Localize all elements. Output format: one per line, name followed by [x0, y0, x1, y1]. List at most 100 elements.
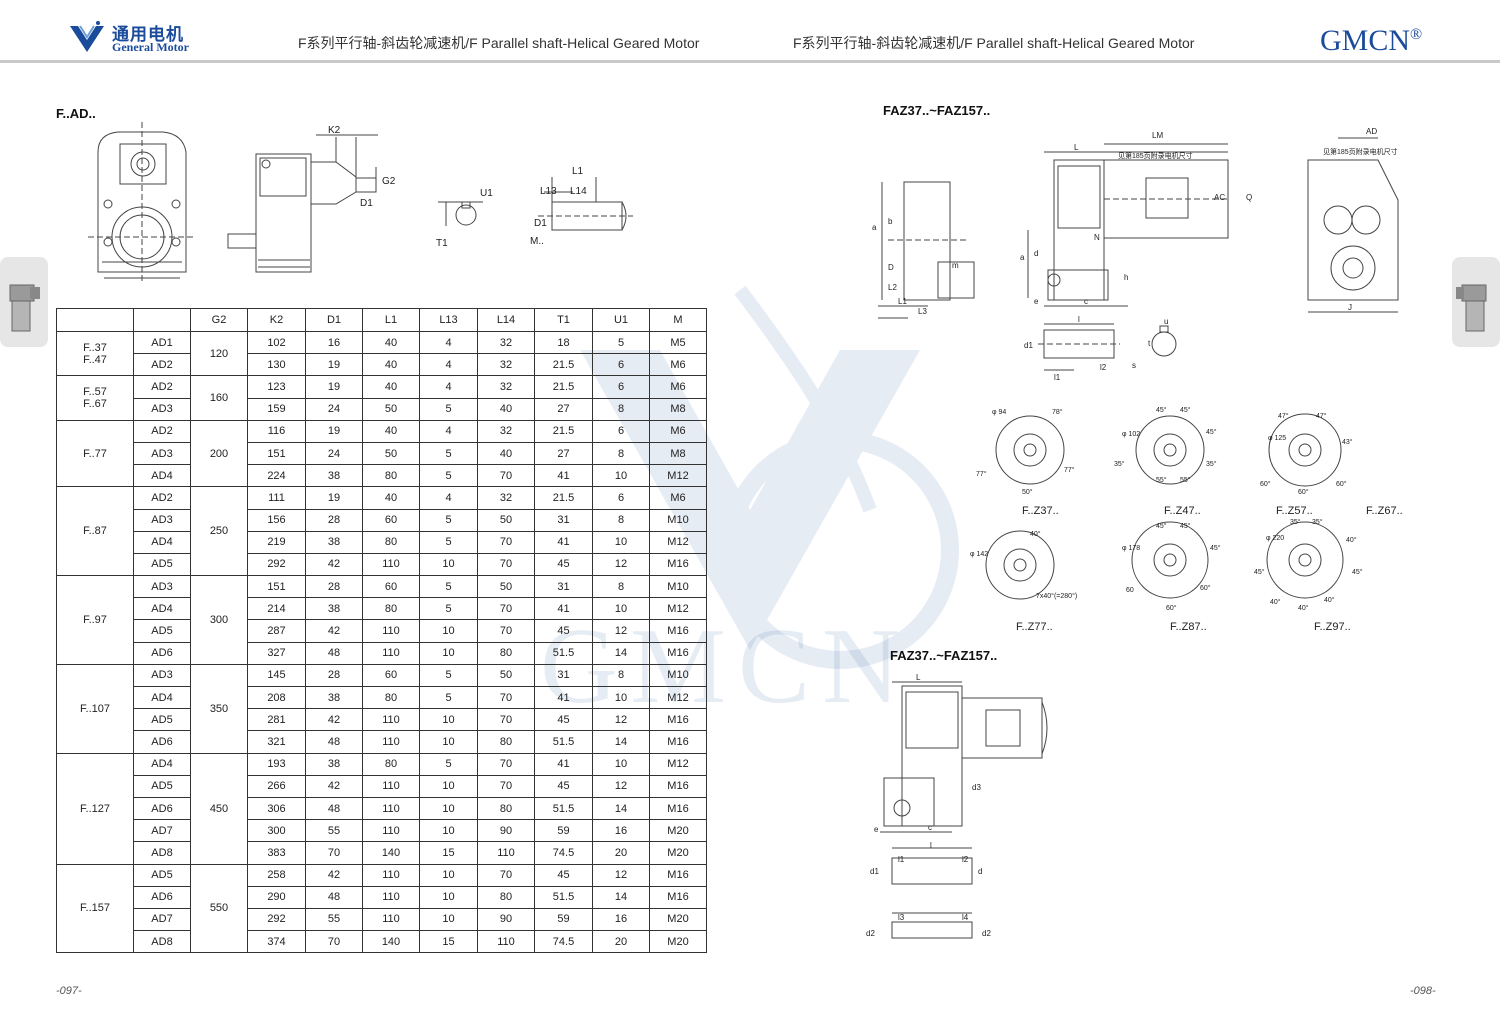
table-cell: 80	[477, 641, 535, 665]
label-c-2: c	[928, 823, 932, 832]
table-cell: 51.5	[534, 796, 593, 821]
table-cell: M12	[649, 530, 707, 554]
flange-angle: 50°	[1022, 488, 1033, 496]
label-u: u	[1164, 317, 1168, 326]
table-cell: 4	[419, 486, 478, 510]
table-cell: 110	[362, 641, 420, 665]
faz-motor-drawing: L e c d3 l l1 l2 d1 d l3 l4 d2 d2	[866, 673, 1048, 939]
table-cell: 32	[477, 486, 535, 510]
adapter-cell: AD8	[133, 930, 191, 954]
adapter-cell: AD3	[133, 441, 191, 466]
table-cell: 151	[247, 575, 306, 599]
table-header-cell: G2	[190, 308, 248, 332]
adapter-cell: AD5	[133, 774, 191, 798]
table-cell: 110	[362, 708, 420, 732]
flange-angle: 45°	[1180, 406, 1191, 414]
table-cell: 28	[305, 508, 363, 532]
table-cell: M10	[649, 575, 707, 599]
table-cell: 10	[592, 752, 650, 776]
table-cell: 80	[477, 885, 535, 909]
table-cell: 28	[305, 575, 363, 599]
flange-dia: φ 94	[992, 409, 1006, 416]
table-cell: 74.5	[534, 841, 593, 865]
table-cell: 24	[305, 397, 363, 421]
table-cell: 4	[419, 375, 478, 399]
flange-angle: 40°	[1298, 604, 1309, 612]
table-cell: M20	[649, 930, 707, 954]
label-m: m	[952, 261, 959, 270]
table-cell: 41	[534, 464, 593, 488]
adapter-cell: AD7	[133, 907, 191, 932]
flange-angle: 40°	[1324, 596, 1335, 604]
table-cell: 20	[592, 930, 650, 954]
table-header-cell: L1	[362, 308, 420, 332]
table-cell: M16	[649, 774, 707, 798]
header-title-left: F系列平行轴-斜齿轮减速机/F Parallel shaft-Helical G…	[298, 35, 700, 51]
table-cell: 40	[477, 441, 535, 466]
table-cell: 6	[592, 486, 650, 510]
flange-angle: 35°	[1312, 518, 1323, 526]
flange-angle: 35°	[1114, 460, 1125, 468]
right-section-title-1: FAZ37..~FAZ157..	[883, 103, 991, 118]
table-cell: 41	[534, 530, 593, 554]
logo-english-text: General Motor	[112, 40, 189, 54]
side-tab-left[interactable]	[0, 257, 48, 347]
flange-angle: 55°	[1156, 476, 1167, 484]
table-cell: 70	[477, 752, 535, 776]
table-cell: 45	[534, 552, 593, 577]
label-N: N	[1094, 233, 1100, 242]
label-b: b	[888, 217, 893, 226]
table-cell: 60	[362, 508, 420, 532]
table-cell: 21.5	[534, 486, 593, 510]
table-cell: M16	[649, 863, 707, 887]
flange-angle: 45°	[1156, 406, 1167, 414]
table-cell: 51.5	[534, 885, 593, 909]
g2-cell: 250	[190, 486, 248, 577]
table-cell: 18	[534, 330, 593, 355]
flange-angle: 40°	[1030, 530, 1041, 538]
flange-angle: 47°	[1278, 412, 1289, 420]
table-cell: M16	[649, 730, 707, 754]
flange-angle: 60°	[1260, 480, 1271, 488]
table-cell: 374	[247, 930, 306, 954]
table-cell: 10	[592, 597, 650, 621]
table-cell: 10	[419, 619, 478, 643]
label-AD: AD	[1366, 127, 1377, 136]
table-cell: 5	[419, 663, 478, 688]
adapter-cell: AD5	[133, 619, 191, 643]
label-l1-2: l1	[898, 855, 905, 864]
table-cell: 12	[592, 708, 650, 732]
table-cell: 110	[362, 552, 420, 577]
table-cell: M12	[649, 685, 707, 710]
table-cell: 70	[477, 552, 535, 577]
adapter-cell: AD8	[133, 841, 191, 865]
table-cell: 14	[592, 641, 650, 665]
table-cell: 42	[305, 863, 363, 887]
table-cell: 51.5	[534, 641, 593, 665]
table-cell: 258	[247, 863, 306, 887]
table-cell: 8	[592, 508, 650, 532]
table-cell: 70	[477, 464, 535, 488]
table-cell: 38	[305, 530, 363, 554]
flange-name: F..Z97..	[1314, 621, 1351, 633]
table-cell: 70	[305, 930, 363, 954]
table-cell: 70	[477, 619, 535, 643]
table-cell: 80	[362, 530, 420, 554]
table-cell: 14	[592, 730, 650, 754]
table-cell: 59	[534, 819, 593, 843]
adapter-cell: AD6	[133, 885, 191, 909]
table-cell: 31	[534, 508, 593, 532]
table-header-cell: M	[649, 308, 707, 332]
label-u1: U1	[480, 188, 493, 199]
adapter-cell: AD4	[133, 685, 191, 710]
table-cell: 10	[419, 552, 478, 577]
label-k2: K2	[328, 125, 341, 136]
side-tab-right[interactable]	[1452, 257, 1500, 347]
table-cell: 16	[592, 907, 650, 932]
